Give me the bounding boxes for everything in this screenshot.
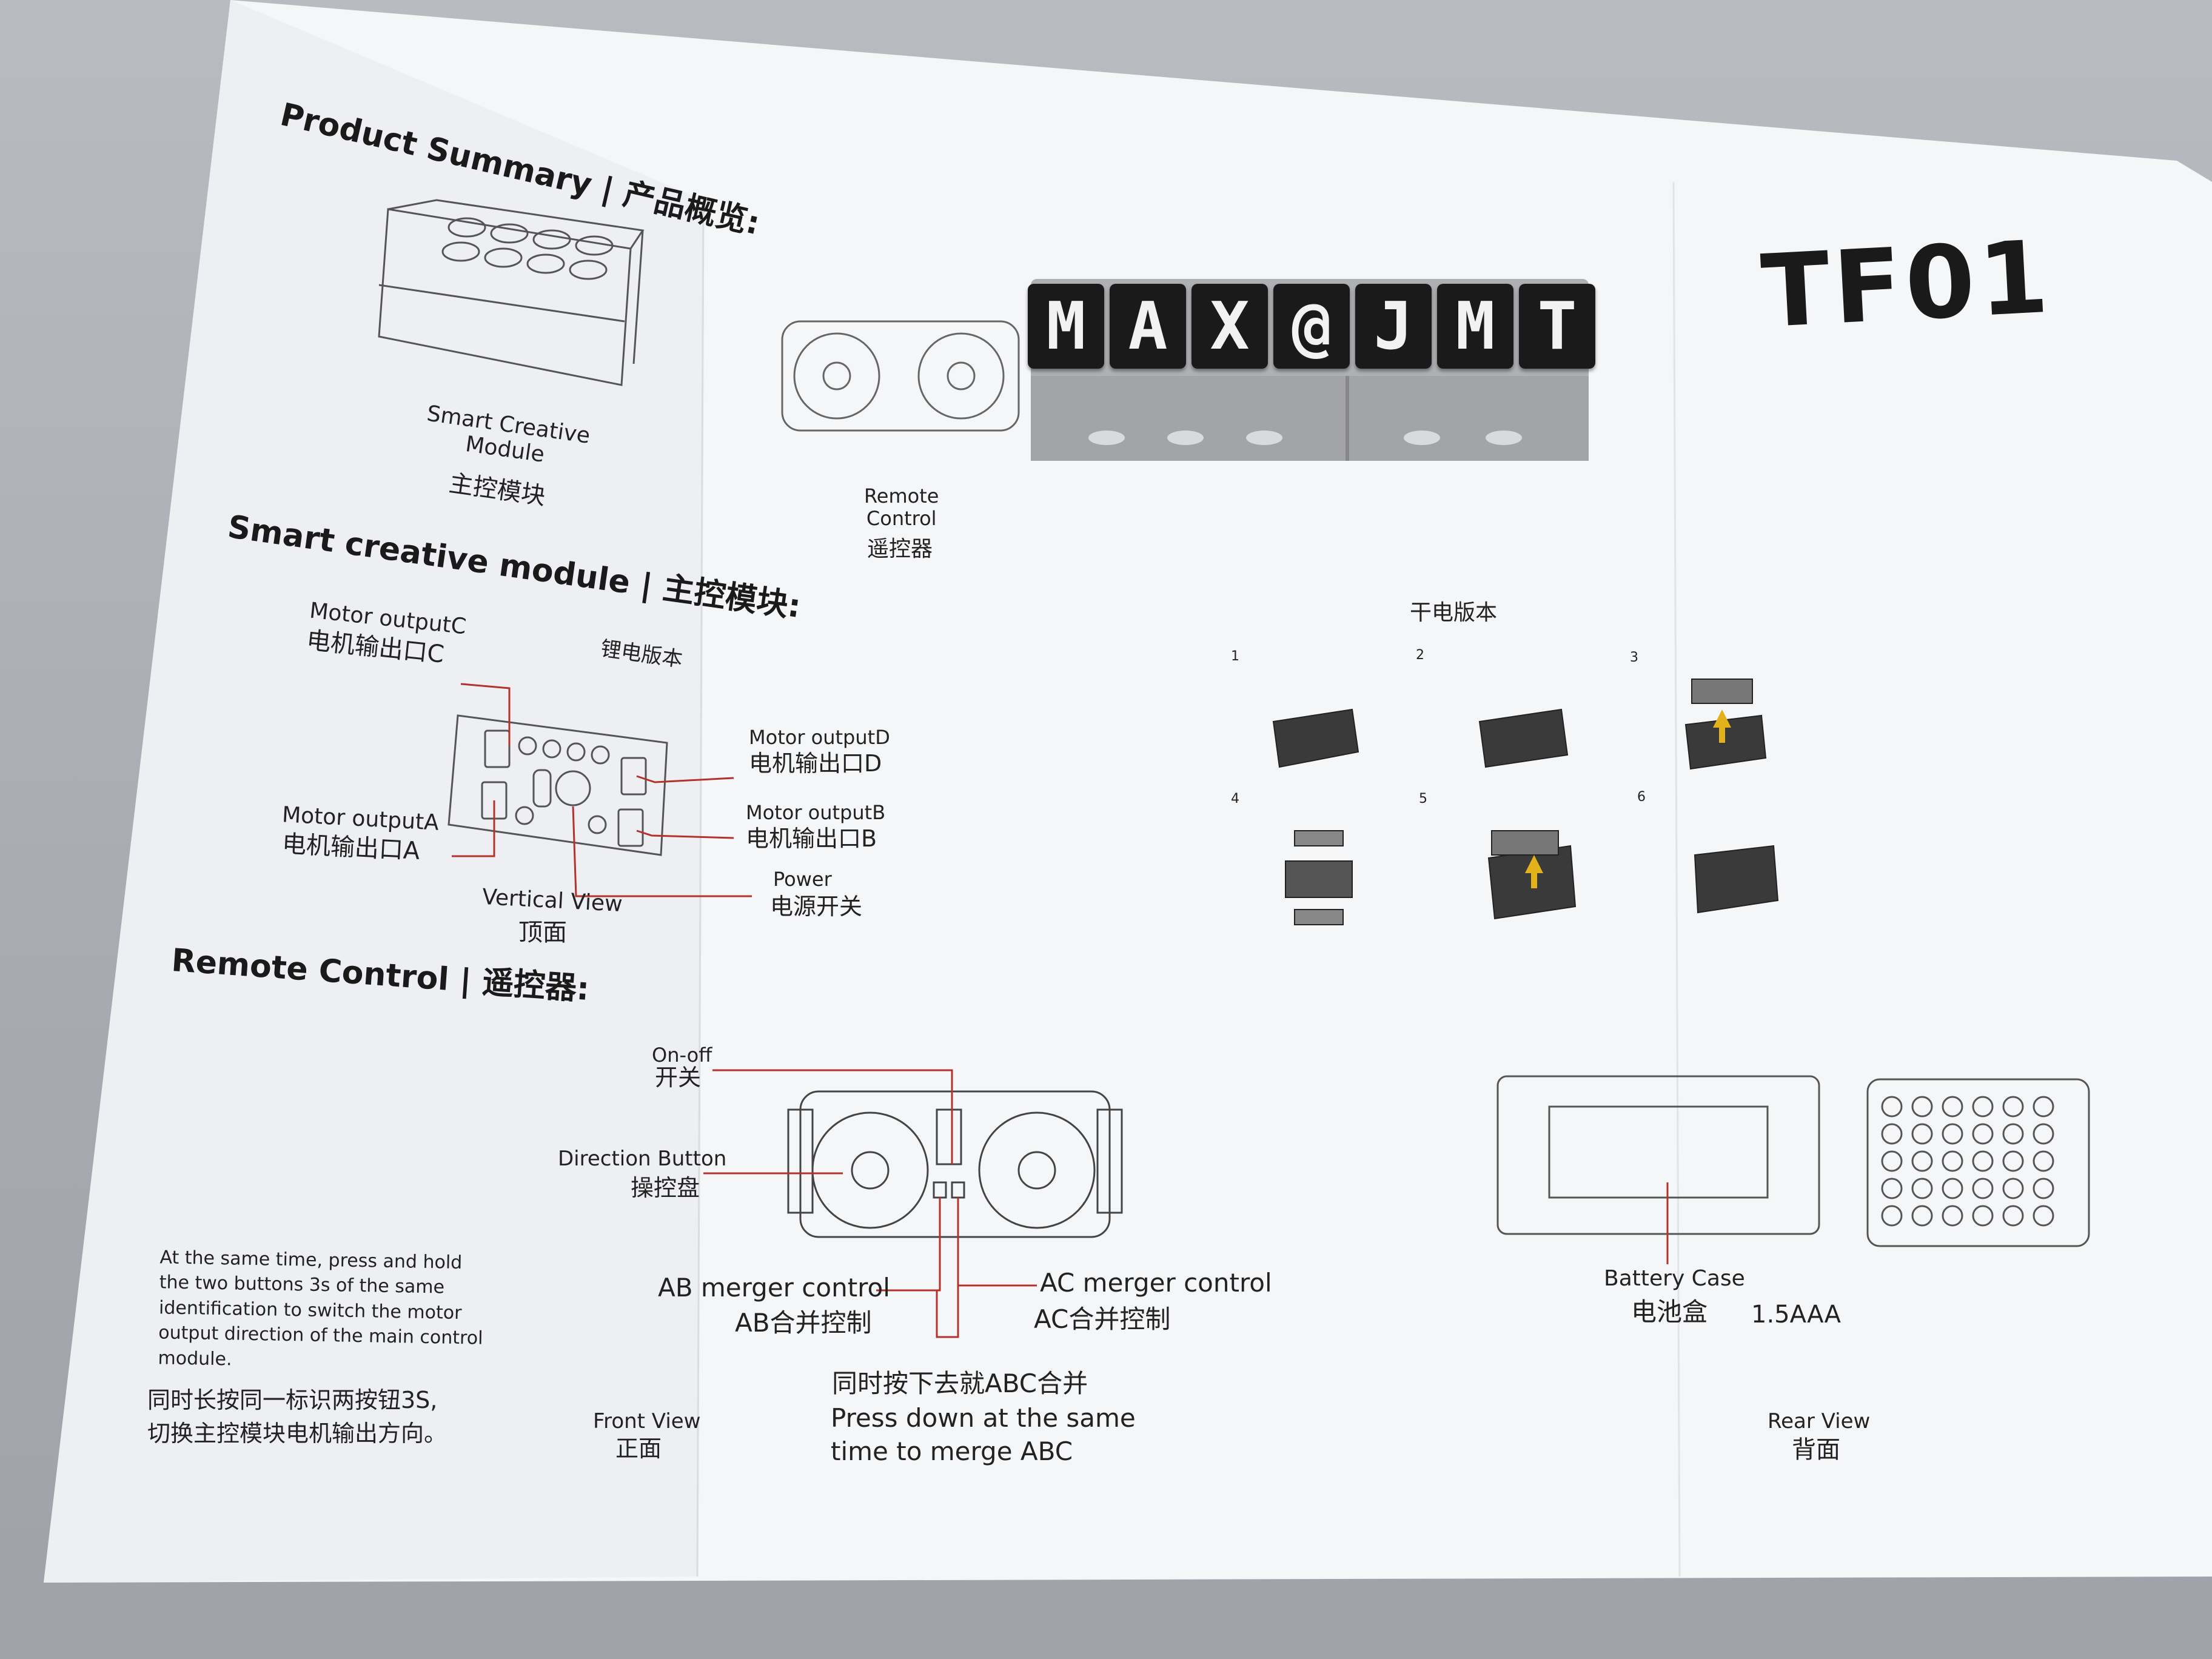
on-off-label-cn: 开关 — [655, 1064, 702, 1091]
front-view-label: Front View — [593, 1409, 701, 1433]
name-tile: X — [1191, 284, 1268, 369]
name-tile: A — [1110, 284, 1186, 369]
name-tile: T — [1519, 284, 1595, 369]
step-number: 1 — [1231, 649, 1239, 664]
model-title: TF01 — [1758, 218, 2055, 350]
ab-merger-label-cn: AB合并控制 — [735, 1308, 872, 1338]
battery-step-arrows — [1525, 709, 1731, 888]
power-label: Power — [773, 868, 832, 891]
name-tile: @ — [1273, 284, 1350, 369]
battery-case-label-cn: 电池盒 — [1631, 1297, 1708, 1327]
name-tile: J — [1355, 284, 1432, 369]
module-leader-lines — [452, 683, 752, 897]
step-number: 4 — [1231, 791, 1239, 806]
ac-merger-label: AC merger control — [1040, 1268, 1272, 1298]
motor-b-label-cn: 电机输出口B — [746, 825, 877, 852]
merge-note-cn: 同时长按同一标识两按钮3S, 切换主控模块电机输出方向。 — [147, 1387, 447, 1447]
direction-button-label-cn: 操控盘 — [631, 1175, 700, 1201]
on-off-label: On-off — [652, 1044, 712, 1067]
step-number: 5 — [1419, 791, 1427, 806]
front-view-label-cn: 正面 — [615, 1435, 662, 1462]
motor-d-label-cn: 电机输出口D — [749, 750, 882, 777]
remote-control-cn: 遥控器: — [481, 964, 591, 1008]
battery-steps — [1272, 679, 1779, 925]
remote-control-thumbnail — [781, 320, 1020, 432]
motor-d-label: Motor outputD — [749, 726, 890, 749]
step-number: 2 — [1416, 648, 1424, 663]
fold-line — [1672, 181, 1681, 1577]
remote-leader-lines — [703, 1069, 1037, 1338]
vertical-view-label-cn: 顶面 — [518, 919, 567, 947]
step-number: 6 — [1637, 789, 1646, 805]
direction-button-label: Direction Button — [558, 1147, 727, 1171]
battery-case-label: Battery Case — [1604, 1266, 1745, 1291]
summary-remote-label-cn: 遥控器 — [867, 537, 933, 561]
summary-remote-label: Remote Control — [864, 484, 939, 530]
battery-version-title: 干电版本 — [1410, 600, 1498, 625]
paper-shade — [44, 0, 703, 1583]
rear-view-illustration — [1496, 1075, 2090, 1247]
motor-b-label: Motor outputB — [746, 801, 886, 824]
rear-view-label-cn: 背面 — [1792, 1436, 1840, 1464]
merge-note-en: At the same time, press and hold the two… — [158, 1247, 483, 1370]
power-label-cn: 电源开关 — [770, 893, 863, 920]
step-number: 3 — [1630, 650, 1638, 665]
ab-merger-label: AB merger control — [658, 1273, 890, 1302]
name-tile: M — [1028, 284, 1104, 369]
ac-merger-label-cn: AC合并控制 — [1034, 1304, 1171, 1334]
fold-line — [696, 199, 705, 1577]
abc-merge-label: Press down at the same time to merge ABC — [831, 1403, 1136, 1466]
name-tile: M — [1437, 284, 1513, 369]
rear-view-label: Rear View — [1768, 1409, 1871, 1433]
abc-merge-label-cn: 同时按下去就ABC合并 — [832, 1369, 1088, 1398]
remote-front-view — [787, 1090, 1123, 1238]
battery-type-label: 1.5AAA — [1751, 1301, 1841, 1329]
module-vertical-view — [447, 714, 668, 856]
smart-module-illustration — [378, 199, 645, 386]
